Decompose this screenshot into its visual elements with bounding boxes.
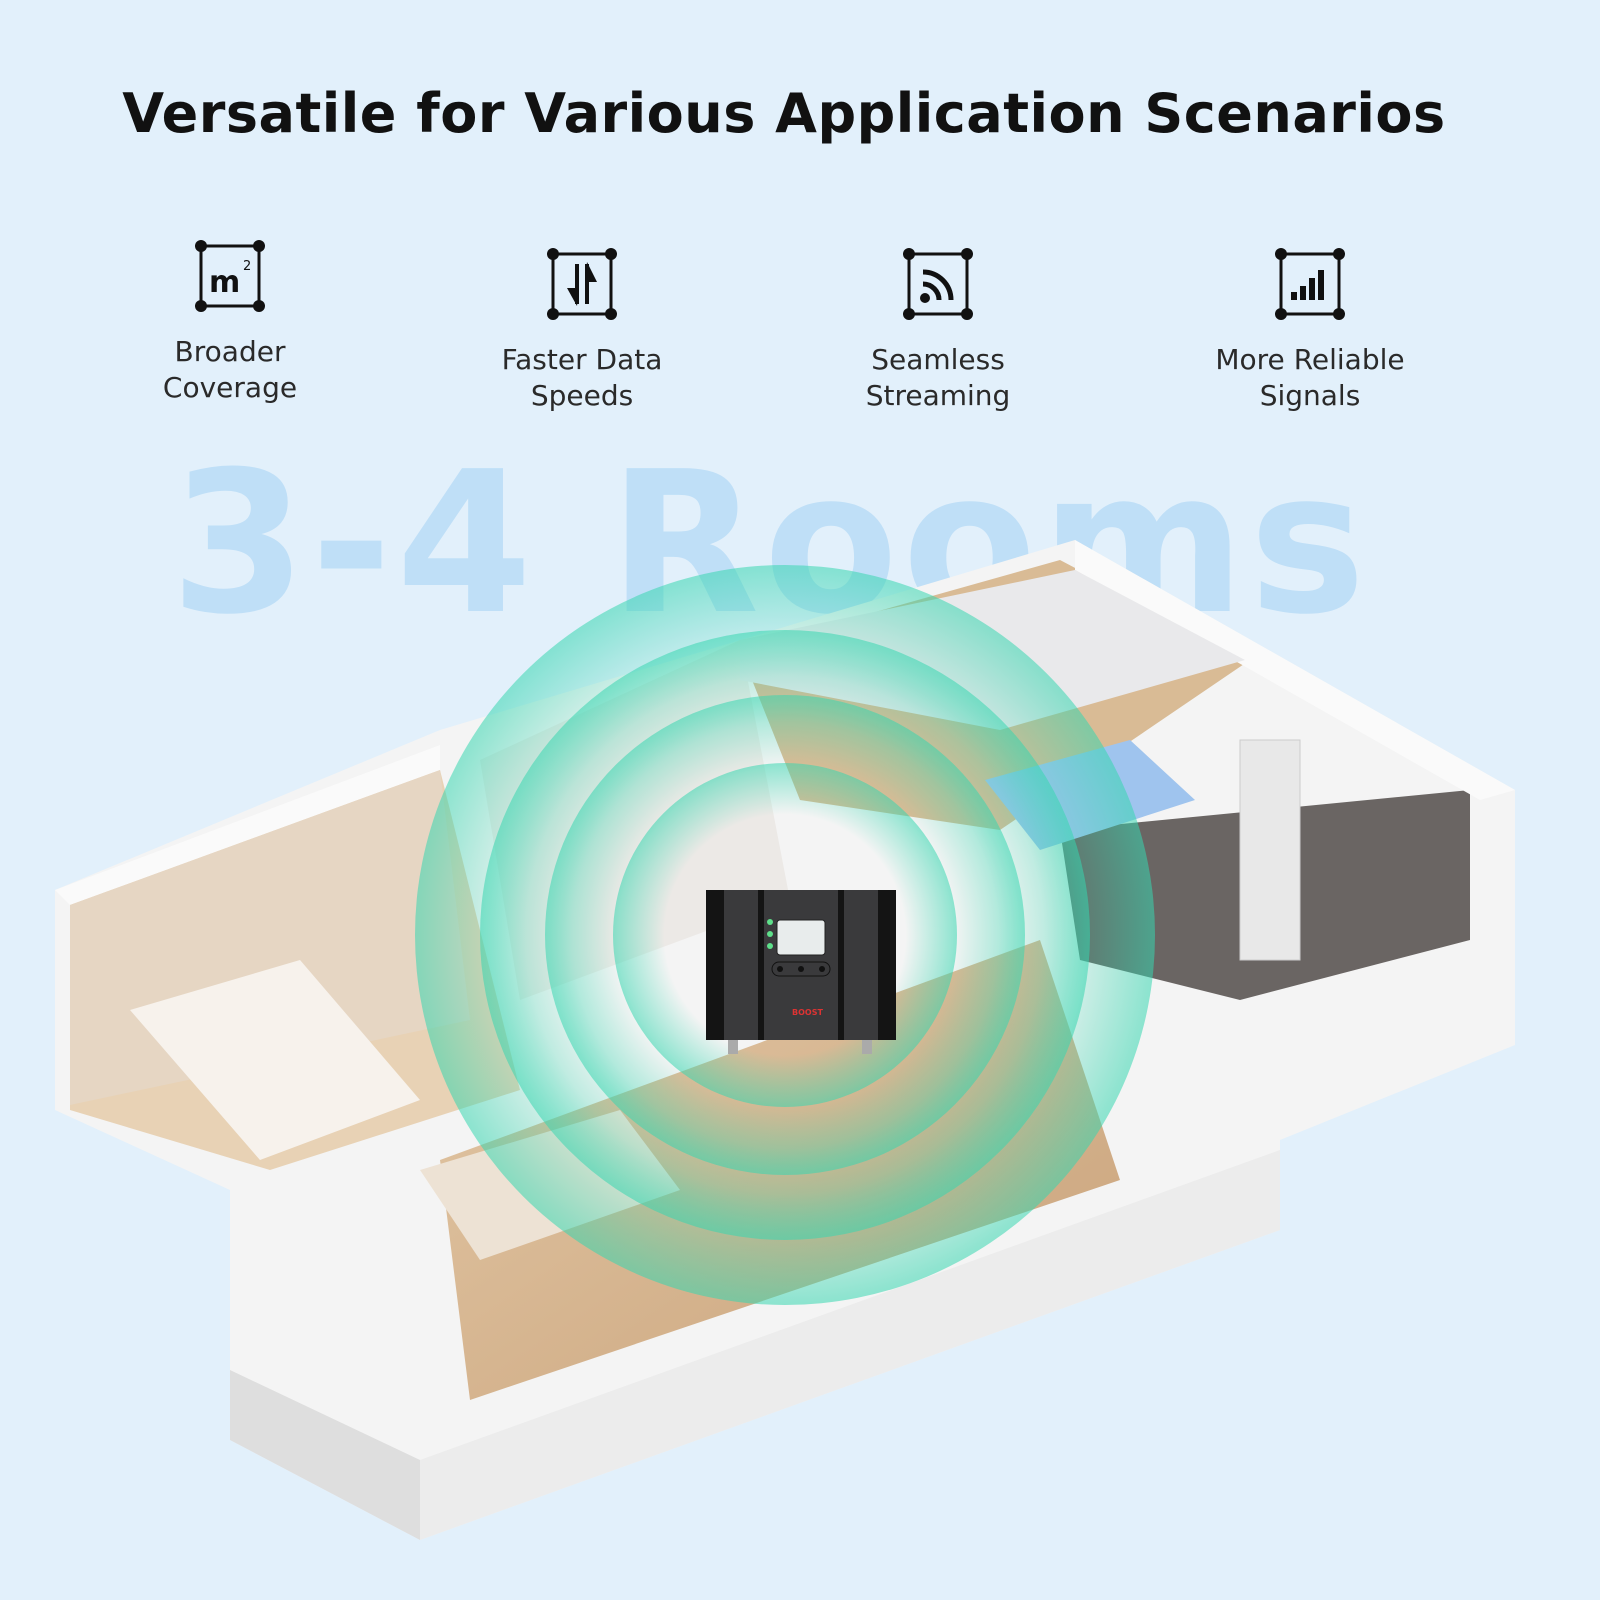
wall-front <box>420 1150 1280 1540</box>
feature-label-line1: Seamless <box>871 343 1005 376</box>
feature-label-line2: Coverage <box>162 371 298 404</box>
wifi-signal-icon <box>903 248 973 320</box>
feature-label-line2: Streaming <box>865 379 1011 412</box>
feature-label-line1: Broader <box>174 335 286 368</box>
feature-label-line1: Faster Data <box>501 343 663 376</box>
page-title: Versatile for Various Application Scenar… <box>122 82 1446 145</box>
signal-rings <box>415 565 1155 1305</box>
feature-label-line1: More Reliable <box>1215 343 1405 376</box>
feature-label-line2: Signals <box>1259 379 1361 412</box>
signal-bars-icon <box>1275 248 1345 320</box>
feature-label-line2: Speeds <box>530 379 634 412</box>
fridge <box>1239 739 1301 961</box>
wall-back-right <box>1075 540 1515 800</box>
device-logo: BOOST <box>792 1008 823 1017</box>
svg-text:m: m <box>209 265 240 300</box>
svg-text:2: 2 <box>243 259 251 274</box>
bed <box>130 960 420 1160</box>
area-m2-icon: m 2 <box>195 240 265 312</box>
signal-booster-device: BOOST <box>706 890 896 1054</box>
wall-front-left <box>230 1370 420 1540</box>
wall-left-back <box>55 745 440 905</box>
data-transfer-arrows-icon <box>547 248 617 320</box>
lcd-screen <box>776 919 826 956</box>
